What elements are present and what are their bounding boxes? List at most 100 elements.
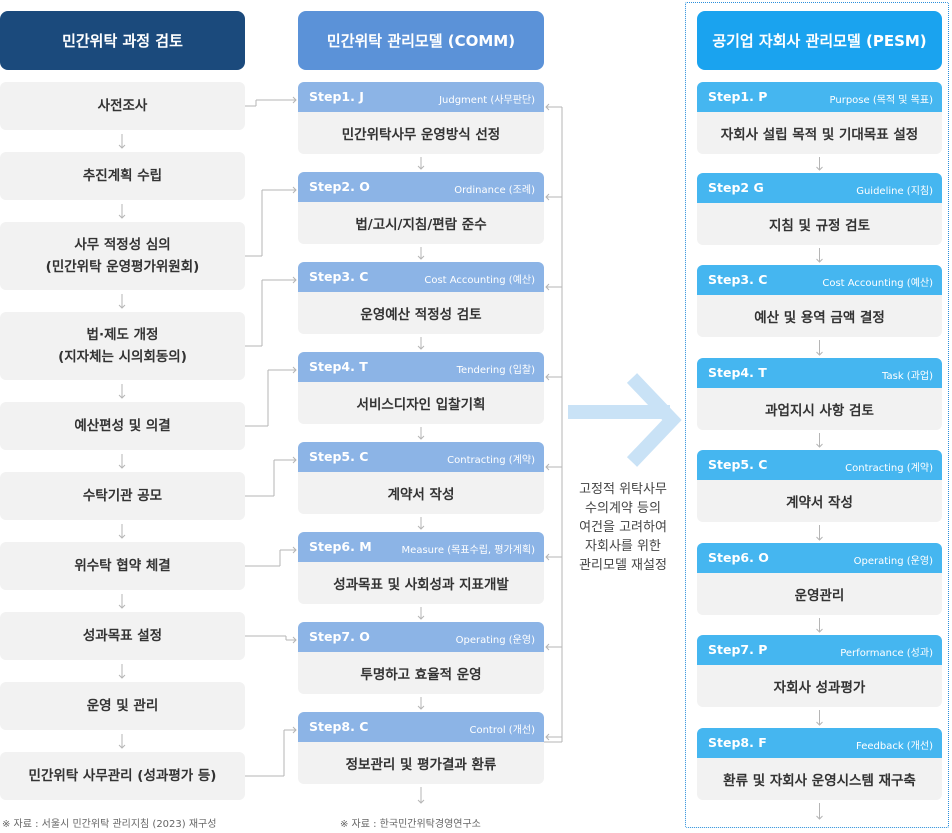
chevron-right-icon — [292, 456, 297, 464]
arrow-right-icon — [568, 373, 682, 467]
step-body: 환류 및 자회사 운영시스템 재구축 — [723, 773, 916, 789]
chevron-down-icon — [118, 394, 126, 399]
step-subtitle: Tendering (입찰) — [456, 365, 535, 376]
process-item: 수탁기관 공모 — [0, 472, 245, 520]
chevron-down-icon — [118, 604, 126, 609]
chevron-down-icon — [118, 304, 126, 309]
process-item: 사무 적정성 심의(민간위탁 운영평가위원회) — [0, 222, 245, 290]
middle-source-note: ※ 자료 : 한국민간위탁경영연구소 — [340, 819, 481, 830]
chevron-down-icon — [417, 345, 425, 350]
step-body: 계약서 작성 — [786, 495, 853, 511]
process-item-label: 사무 적정성 심의 — [74, 237, 171, 253]
chevron-down-icon — [816, 166, 823, 171]
step-label: Step2. O — [309, 179, 370, 194]
step-body: 성과목표 및 사회성과 지표개발 — [333, 577, 509, 593]
step-subtitle: Judgment (사무판단) — [439, 95, 535, 106]
step-subtitle: Contracting (계약) — [447, 455, 535, 466]
chevron-right-icon — [292, 186, 297, 194]
process-item-label: 사전조사 — [97, 98, 148, 114]
chevron-down-icon — [118, 144, 126, 149]
comm-step-card: Step5. C Contracting (계약) 계약서 작성 — [298, 442, 544, 514]
chevron-right-icon — [292, 726, 297, 734]
chevron-down-icon — [417, 165, 425, 170]
step-body: 계약서 작성 — [387, 487, 455, 503]
step-body: 서비스디자인 입찰기획 — [356, 397, 486, 413]
chevron-left-icon — [545, 553, 550, 561]
chevron-down-icon — [118, 674, 126, 679]
step-body: 투명하고 효율적 운영 — [360, 667, 482, 683]
chevron-left-icon — [545, 373, 550, 381]
step-body: 과업지시 사항 검토 — [765, 403, 874, 419]
step-label: Step5. C — [309, 449, 369, 464]
step-body: 정보관리 및 평가결과 환류 — [345, 757, 497, 773]
step-header: Step5. C Contracting (계약) — [298, 442, 544, 472]
middle-header: 민간위탁 관리모델 (COMM) — [298, 11, 544, 70]
chevron-down-icon — [816, 628, 823, 633]
chevron-down-icon — [417, 799, 425, 804]
transition-text-line: 여건을 고려하여 — [579, 520, 667, 535]
process-item-label: 성과목표 설정 — [82, 628, 163, 644]
chevron-down-icon — [118, 464, 126, 469]
chevron-down-icon — [417, 705, 425, 710]
step-label: Step2 G — [708, 180, 764, 195]
step-label: Step5. C — [708, 457, 768, 472]
left-source-note: ※ 자료 : 서울시 민간위탁 관리지침 (2023) 재구성 — [2, 819, 217, 830]
step-label: Step1. J — [309, 89, 364, 104]
step-label: Step3. C — [309, 269, 369, 284]
process-item-label: 예산편성 및 의결 — [74, 418, 171, 434]
step-label: Step8. C — [309, 719, 369, 734]
process-item-label: 수탁기관 공모 — [82, 488, 163, 504]
chevron-down-icon — [118, 214, 126, 219]
step-label: Step3. C — [708, 272, 768, 287]
chevron-left-icon — [545, 643, 550, 651]
process-item: 성과목표 설정 — [0, 612, 245, 660]
chevron-down-icon — [816, 258, 823, 263]
chevron-down-icon — [417, 255, 425, 260]
step-label: Step8. F — [708, 735, 767, 750]
process-item: 추진계획 수립 — [0, 152, 245, 200]
process-item: 사전조사 — [0, 82, 245, 130]
transition-text-line: 관리모델 재설정 — [579, 558, 667, 573]
step-body: 지침 및 규정 검토 — [768, 218, 871, 234]
step-subtitle: Operating (운영) — [853, 556, 933, 567]
process-item-label: 법·제도 개정 — [86, 327, 159, 343]
step-label: Step1. P — [708, 89, 768, 104]
chevron-down-icon — [816, 351, 823, 356]
transition-text-line: 자회사를 위한 — [585, 539, 661, 554]
chevron-down-icon — [417, 615, 425, 620]
process-item-label: 위수탁 협약 체결 — [74, 558, 171, 574]
step-subtitle: Measure (목표수립, 평가계획) — [401, 545, 535, 556]
chevron-down-icon — [417, 435, 425, 440]
step-subtitle: Feedback (개선) — [855, 741, 933, 752]
transition-text-line: 수의계약 등의 — [585, 501, 661, 516]
transition-text-line: 고정적 위탁사무 — [579, 482, 667, 497]
step-body: 자회사 성과평가 — [773, 680, 866, 696]
chevron-left-icon — [545, 103, 550, 111]
chevron-down-icon — [816, 721, 823, 726]
step-header: Step8. F Feedback (개선) — [697, 728, 942, 758]
chevron-right-icon — [292, 546, 297, 554]
step-label: Step7. P — [708, 642, 768, 657]
chevron-right-icon — [292, 96, 297, 104]
step-header: Step1. J Judgment (사무판단) — [298, 82, 544, 112]
step-subtitle: Task (과업) — [882, 371, 933, 382]
chevron-down-icon — [816, 443, 823, 448]
chevron-right-icon — [292, 636, 297, 644]
